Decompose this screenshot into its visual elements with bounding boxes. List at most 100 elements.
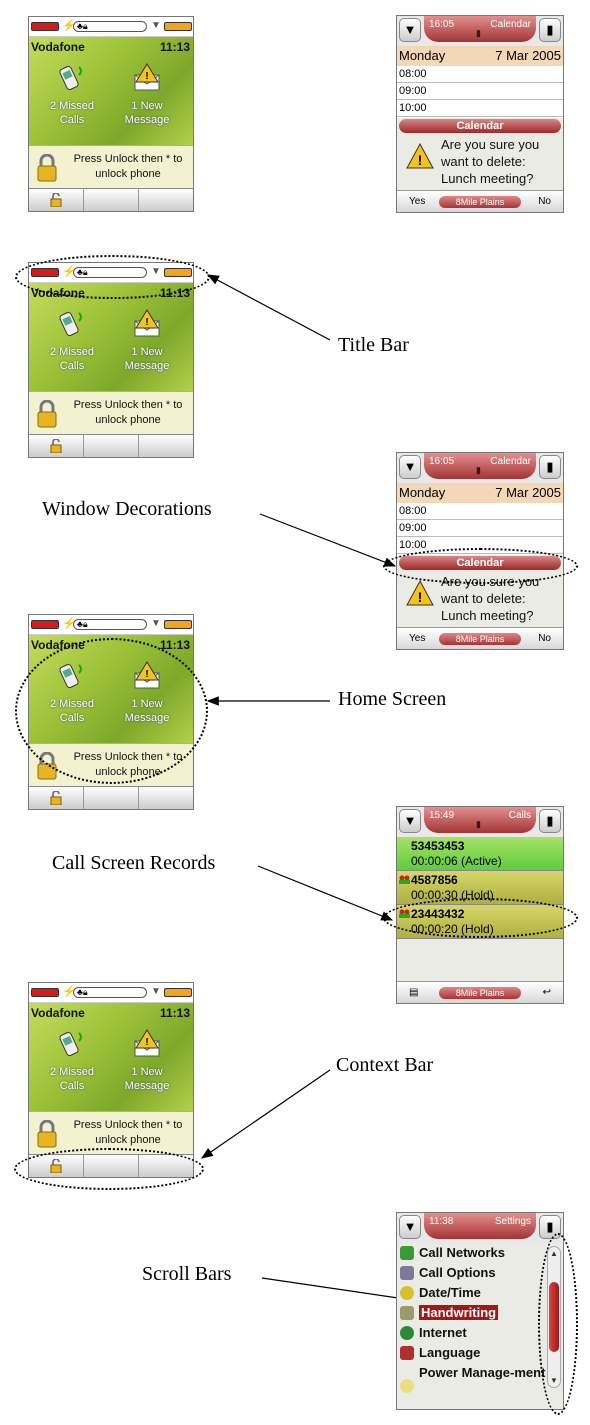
charging-icon: ⚡ <box>62 618 76 630</box>
back-icon[interactable]: ↩ <box>542 987 551 998</box>
no-button[interactable]: No <box>538 633 551 644</box>
signal-strength-icon <box>164 988 192 997</box>
hour-slot[interactable]: 09:00 <box>397 520 563 537</box>
message-icon[interactable]: ! <box>133 309 163 337</box>
context-left-button[interactable] <box>29 435 84 457</box>
context-right-button[interactable] <box>139 435 193 457</box>
date-label: 7 Mar 2005 <box>495 485 561 500</box>
filter-icon[interactable]: ▼ <box>399 809 421 833</box>
filter-icon[interactable]: ▼ <box>399 455 421 479</box>
title-app: Calendar <box>490 456 531 467</box>
missed-calls-label[interactable]: 2 Missed Calls <box>49 346 95 372</box>
unlock-panel: Press Unlock then * to unlock phone <box>29 391 193 436</box>
title-band: 16:05 Calendar ▮ <box>424 453 536 479</box>
context-middle-button[interactable] <box>84 787 139 809</box>
hour-slot[interactable]: 09:00 <box>397 83 563 100</box>
menu-item-call-networks[interactable]: Call Networks <box>397 1243 563 1263</box>
unlock-icon <box>50 193 62 207</box>
arrow-window-decorations <box>259 513 397 567</box>
bin-icon[interactable]: ▮ <box>539 18 561 42</box>
new-message-label[interactable]: 1 New Message <box>124 100 170 126</box>
context-left-button[interactable] <box>29 787 84 809</box>
context-bar <box>29 434 193 457</box>
mobile-phone-icon[interactable] <box>57 309 87 337</box>
date-row: Monday 7 Mar 2005 <box>397 46 563 66</box>
call-record[interactable]: 53453453 00:00:06 (Active) <box>397 837 563 871</box>
clock: 11:13 <box>159 40 190 54</box>
menu-item-handwriting[interactable]: Handwriting <box>397 1303 563 1323</box>
caption-call-screen-records: Call Screen Records <box>52 852 216 874</box>
title-bar: ⚡ ♣🔒︎ ▼ <box>29 983 193 1003</box>
context-right-button[interactable] <box>139 189 193 211</box>
menu-item-power-management[interactable]: Power Manage-ment <box>397 1363 547 1399</box>
warning-icon: ! <box>406 142 434 169</box>
filter-icon[interactable]: ▼ <box>399 18 421 42</box>
window-title-bar: ▼ 11:38 Settings ▮ <box>397 1213 563 1243</box>
highlight-call-record <box>383 898 578 938</box>
title-app: Settings <box>494 1216 531 1227</box>
call-networks-icon <box>400 1246 414 1260</box>
date-row: Monday 7 Mar 2005 <box>397 483 563 503</box>
phone-icon: ▮ <box>476 819 481 829</box>
title-bar: ⚡ ♣🔒︎ ▼ <box>29 615 193 635</box>
signal-strength-icon <box>164 22 192 31</box>
caption-scroll-bars: Scroll Bars <box>142 1263 232 1285</box>
missed-calls-label[interactable]: 2 Missed Calls <box>49 100 95 126</box>
call-record[interactable]: 4587856 00:00:30 (Hold) <box>397 871 563 905</box>
signal-icon: ▼ <box>151 986 161 997</box>
notes-icon[interactable]: ▤ <box>409 987 419 998</box>
context-left-button[interactable] <box>29 189 84 211</box>
operator-name: Vodafone <box>31 1006 85 1020</box>
title-time: 16:05 <box>429 456 455 467</box>
context-bar <box>29 188 193 211</box>
highlight-scroll-bar <box>538 1233 578 1415</box>
yes-button[interactable]: Yes <box>409 196 426 207</box>
caption-title-bar: Title Bar <box>338 334 409 356</box>
message-icon[interactable]: ! <box>133 1029 163 1057</box>
unlock-icon <box>50 439 62 453</box>
menu-item-internet[interactable]: Internet <box>397 1323 563 1343</box>
charging-icon: ⚡ <box>62 20 76 32</box>
battery-icon <box>31 22 59 31</box>
new-message-label[interactable]: 1 New Message <box>124 346 170 372</box>
dialog-title: Calendar <box>399 119 561 133</box>
title-band: 11:38 Settings <box>424 1213 536 1239</box>
signal-icon: ▼ <box>151 20 161 31</box>
mobile-phone-icon[interactable] <box>57 63 87 91</box>
filter-icon[interactable]: ▼ <box>399 1215 421 1239</box>
message-icon[interactable]: ! <box>133 63 163 91</box>
hour-slot[interactable]: 08:00 <box>397 503 563 520</box>
yes-button[interactable]: Yes <box>409 633 426 644</box>
title-time: 16:05 <box>429 19 455 30</box>
no-button[interactable]: No <box>538 196 551 207</box>
hour-slot[interactable]: 10:00 <box>397 100 563 117</box>
title-bar: ⚡ ♣🔒︎ ▼ <box>29 17 193 37</box>
context-title: 8Mile Plains <box>439 196 521 208</box>
unlock-instructions: Press Unlock then * to unlock phone <box>73 1119 183 1146</box>
hour-slot[interactable]: 08:00 <box>397 66 563 83</box>
clock: 11:13 <box>159 638 190 652</box>
mobile-phone-icon[interactable] <box>57 1029 87 1057</box>
arrow-title-bar <box>206 274 331 341</box>
bin-icon[interactable]: ▮ <box>539 455 561 479</box>
context-right-button[interactable] <box>139 787 193 809</box>
bin-icon[interactable]: ▮ <box>539 809 561 833</box>
padlock-icon <box>37 154 57 182</box>
padlock-icon <box>37 1120 57 1148</box>
title-time: 15:49 <box>429 810 455 821</box>
title-band: 15:49 Calls ▮ <box>424 807 536 833</box>
highlight-home-screen <box>15 638 208 784</box>
menu-item-call-options[interactable]: Call Options <box>397 1263 563 1283</box>
new-message-label[interactable]: 1 New Message <box>124 1066 170 1092</box>
date-label: 7 Mar 2005 <box>495 48 561 63</box>
context-bar: Yes 8Mile Plains No <box>397 190 563 212</box>
profile-icons: ♣🔒︎ <box>73 619 147 630</box>
signal-strength-icon <box>164 620 192 629</box>
context-middle-button[interactable] <box>84 189 139 211</box>
menu-item-language[interactable]: Language <box>397 1343 563 1363</box>
context-middle-button[interactable] <box>84 435 139 457</box>
operator-name: Vodafone <box>31 40 85 54</box>
missed-calls-label[interactable]: 2 Missed Calls <box>49 1066 95 1092</box>
menu-item-date-time[interactable]: Date/Time <box>397 1283 563 1303</box>
